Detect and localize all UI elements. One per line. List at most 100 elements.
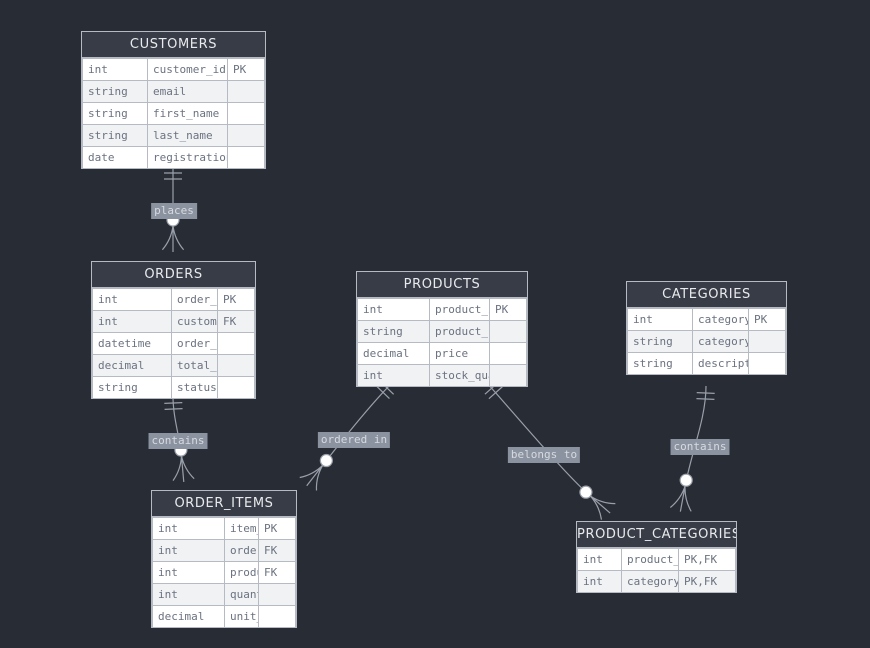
attribute-name: product_id [429, 298, 490, 321]
attribute-key: PK,FK [678, 548, 736, 571]
attribute-table-categories: intcategory_idPKstringcategory_namestrin… [627, 308, 786, 374]
relationship-label-belongs-to[interactable]: belongs to [507, 447, 581, 463]
attribute-key [227, 146, 265, 168]
attribute-key: PK [748, 308, 786, 331]
cardinality-one-tick-belongs-to [488, 386, 503, 400]
attribute-type: datetime [92, 332, 172, 355]
entity-product_categories[interactable]: PRODUCT_CATEGORIESintproduct_idPK,FKintc… [576, 521, 737, 593]
entity-order_items[interactable]: ORDER_ITEMSintitem_idPKintorder_idFKintp… [151, 490, 297, 628]
crowsfoot-prong-belongs-to-2 [590, 495, 603, 520]
attribute-row[interactable]: stringcategory_name [627, 330, 786, 353]
attribute-type: date [82, 146, 148, 168]
attribute-row[interactable]: stringdescription [627, 352, 786, 374]
relationship-label-categories-contains[interactable]: contains [670, 439, 730, 455]
attribute-table-order_items: intitem_idPKintorder_idFKintproduct_idFK… [152, 517, 296, 627]
attribute-key [217, 376, 255, 398]
attribute-type: int [627, 308, 693, 331]
attribute-name: email [147, 80, 228, 103]
attribute-name: total_amount [171, 354, 218, 377]
crowsfoot-prong-ordered-in-0 [315, 464, 324, 491]
attribute-type: int [152, 583, 225, 606]
edge-path-belongs-to[interactable] [486, 382, 596, 501]
attribute-type: string [82, 80, 148, 103]
entity-products[interactable]: PRODUCTSintproduct_idPKstringproduct_nam… [356, 271, 528, 387]
attribute-key: FK [217, 310, 255, 333]
attribute-row[interactable]: dateregistration_date [82, 146, 265, 168]
attribute-key: PK [489, 298, 527, 321]
attribute-name: unit_price [224, 605, 259, 627]
attribute-name: order_date [171, 332, 218, 355]
entity-categories[interactable]: CATEGORIESintcategory_idPKstringcategory… [626, 281, 787, 375]
attribute-name: customer_id [171, 310, 218, 333]
relationship-label-ordered-in[interactable]: ordered in [317, 432, 391, 448]
attribute-name: order_id [224, 539, 259, 562]
attribute-type: string [357, 320, 430, 343]
attribute-type: int [82, 58, 148, 81]
attribute-key [227, 124, 265, 147]
attribute-name: status [171, 376, 218, 398]
attribute-type: int [152, 517, 225, 540]
attribute-key [489, 342, 527, 365]
attribute-row[interactable]: intquantity [152, 583, 296, 606]
attribute-type: int [152, 561, 225, 584]
relationship-label-places[interactable]: places [151, 203, 197, 219]
entity-title-order_items: ORDER_ITEMS [152, 491, 296, 517]
attribute-type: decimal [152, 605, 225, 627]
attribute-key [227, 102, 265, 125]
relationship-label-orders-contains[interactable]: contains [148, 433, 208, 449]
attribute-name: description [692, 352, 749, 374]
attribute-type: string [627, 330, 693, 353]
attribute-name: item_id [224, 517, 259, 540]
cardinality-zero-circle-categories-contains [679, 473, 693, 487]
attribute-name: customer_id [147, 58, 228, 81]
attribute-name: category_name [692, 330, 749, 353]
attribute-name: product_id [224, 561, 259, 584]
entity-title-categories: CATEGORIES [627, 282, 786, 308]
crowsfoot-prong-categories-contains-1 [679, 485, 686, 512]
entity-title-product_categories: PRODUCT_CATEGORIES [577, 522, 736, 548]
attribute-name: product_name [429, 320, 490, 343]
crowsfoot-prong-orders-contains-1 [180, 455, 185, 482]
attribute-name: quantity [224, 583, 259, 606]
attribute-name: category_id [692, 308, 749, 331]
crowsfoot-prong-places-0 [172, 225, 185, 251]
attribute-table-orders: intorder_idPKintcustomer_idFKdatetimeord… [92, 288, 255, 398]
attribute-name: first_name [147, 102, 228, 125]
attribute-key [227, 80, 265, 103]
attribute-type: string [82, 124, 148, 147]
attribute-name: product_id [621, 548, 679, 571]
cardinality-zero-circle-ordered-in [319, 453, 333, 468]
attribute-name: last_name [147, 124, 228, 147]
edge-path-orders-contains[interactable] [172, 395, 183, 463]
crowsfoot-prong-orders-contains-2 [172, 455, 183, 481]
edge-path-ordered-in[interactable] [318, 382, 393, 471]
entity-title-customers: CUSTOMERS [82, 32, 265, 58]
crowsfoot-prong-categories-contains-0 [684, 486, 692, 512]
crowsfoot-prong-ordered-in-1 [306, 464, 324, 487]
attribute-name: price [429, 342, 490, 365]
entity-orders[interactable]: ORDERSintorder_idPKintcustomer_idFKdatet… [91, 261, 256, 399]
